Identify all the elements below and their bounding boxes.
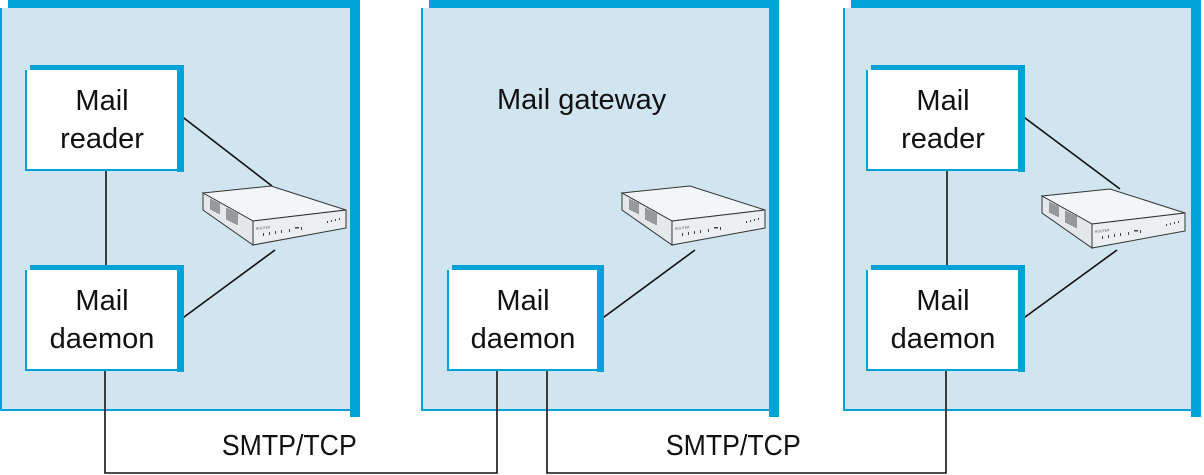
router-icon: ROUTER bbox=[201, 185, 347, 246]
router-body: ROUTER bbox=[620, 185, 766, 246]
router-icon: ROUTER bbox=[620, 185, 766, 246]
router-body: ROUTER bbox=[201, 185, 347, 246]
mail-daemon-label-line1: Mail bbox=[75, 284, 129, 317]
smtp-tcp-label-1: SMTP/TCP bbox=[221, 430, 357, 462]
mail-daemon-label-line1: Mail bbox=[496, 284, 550, 317]
router-body: ROUTER bbox=[1040, 188, 1186, 249]
mail-reader-label-line1: Mail bbox=[916, 84, 970, 117]
router-brand-label: ROUTER bbox=[675, 225, 691, 231]
mail-daemon-box-gateway: Mail daemon bbox=[447, 265, 604, 372]
mail-daemon-label-line1: Mail bbox=[916, 284, 970, 317]
mail-daemon-label-line2: daemon bbox=[890, 322, 996, 355]
mail-reader-label-line1: Mail bbox=[75, 84, 129, 117]
mail-daemon-label-line2: daemon bbox=[470, 322, 576, 355]
mail-reader-label-line2: reader bbox=[60, 122, 144, 155]
mail-daemon-box-left: Mail daemon bbox=[25, 265, 184, 372]
router-brand-label: ROUTER bbox=[256, 225, 272, 231]
router-brand-label: ROUTER bbox=[1095, 228, 1111, 234]
mail-reader-box-right: Mail reader bbox=[866, 65, 1025, 172]
smtp-tcp-label-2: SMTP/TCP bbox=[665, 430, 801, 462]
mail-daemon-label-line2: daemon bbox=[49, 322, 155, 355]
router-icon: ROUTER bbox=[1040, 188, 1186, 249]
mail-reader-box-left: Mail reader bbox=[25, 65, 184, 172]
mail-daemon-box-right: Mail daemon bbox=[866, 265, 1025, 372]
mail-reader-label-line2: reader bbox=[901, 122, 985, 155]
gateway-title: Mail gateway bbox=[497, 84, 667, 116]
